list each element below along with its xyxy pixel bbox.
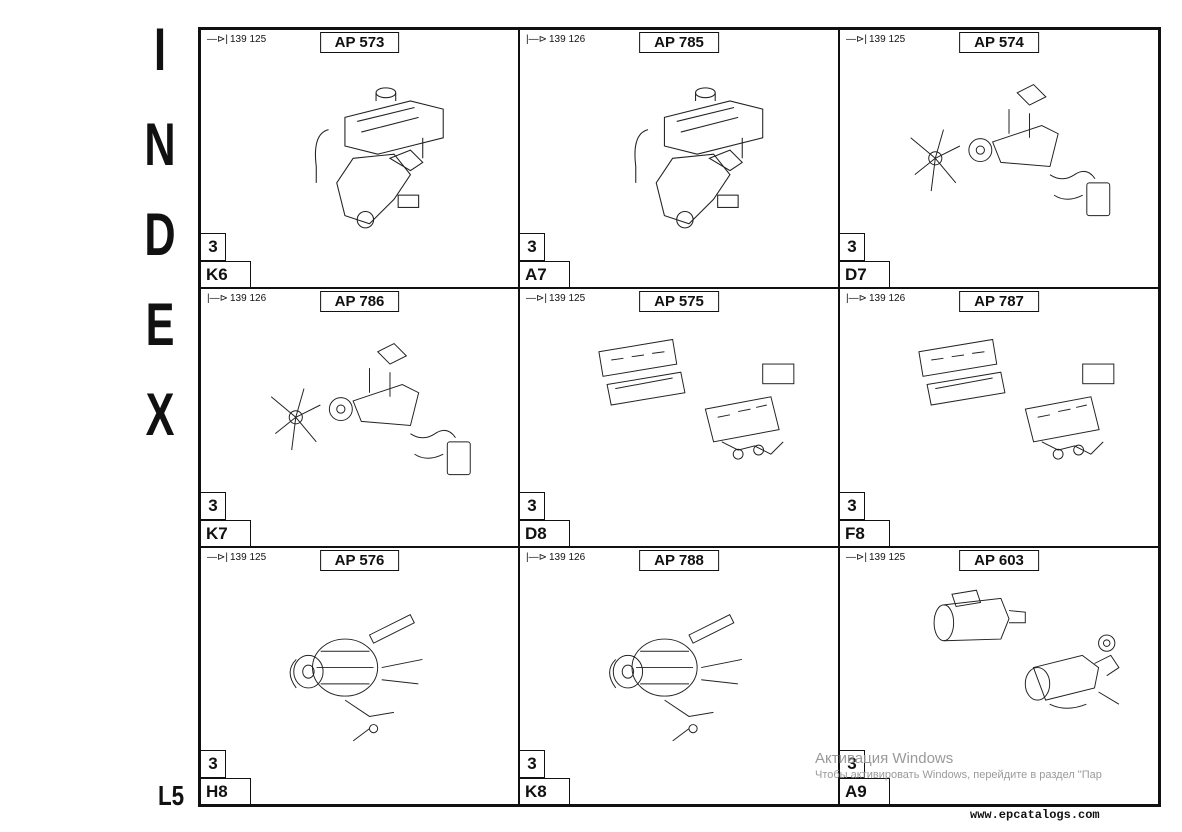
arrow-bar-icon: |—⊳ — [526, 552, 547, 563]
volume-number: 3 — [520, 492, 545, 520]
arrow-bar-icon: —⊳| — [526, 293, 547, 304]
section-code: K7 — [201, 520, 251, 546]
reference-number-text: 139 125 — [868, 552, 906, 563]
arrow-bar-icon: |—⊳ — [846, 293, 867, 304]
reference-number: |—⊳139 126 — [846, 293, 905, 304]
reference-number: —⊳|139 125 — [207, 34, 266, 45]
volume-number: 3 — [840, 233, 865, 261]
section-code: F8 — [840, 520, 890, 546]
reference-number-text: 139 126 — [229, 293, 267, 304]
volume-number: 3 — [201, 750, 226, 778]
water-pump-fan-drawing — [231, 319, 508, 491]
alternator-drawing — [231, 578, 508, 749]
index-letter: X — [145, 381, 175, 448]
windows-activation-watermark: Активация Windows Чтобы активировать Win… — [815, 750, 1102, 781]
ap-code: AP 786 — [319, 291, 400, 312]
manifold-drawing — [550, 319, 828, 491]
reference-number: —⊳|139 125 — [526, 293, 585, 304]
arrow-bar-icon: —⊳| — [846, 552, 867, 563]
volume-number: 3 — [201, 233, 226, 261]
index-letter: D — [144, 201, 176, 268]
volume-number: 3 — [520, 750, 545, 778]
ap-code: AP 785 — [639, 32, 719, 53]
index-letter: I — [153, 16, 166, 83]
reference-number-text: 139 125 — [868, 34, 906, 45]
site-url[interactable]: www.epcatalogs.com — [970, 808, 1100, 822]
reference-number-text: 139 126 — [548, 552, 586, 563]
index-letter: N — [144, 111, 176, 178]
volume-number: 3 — [840, 492, 865, 520]
section-code: A7 — [520, 261, 570, 287]
ap-code: AP 788 — [639, 550, 719, 571]
reference-number-text: 139 126 — [868, 293, 906, 304]
alternator-drawing — [550, 578, 828, 749]
reference-number: |—⊳139 126 — [526, 34, 585, 45]
volume-number: 3 — [201, 492, 226, 520]
section-code: A9 — [840, 778, 890, 804]
water-pump-fan-drawing — [870, 60, 1148, 232]
watermark-title: Активация Windows — [815, 750, 954, 767]
ap-code: AP 603 — [959, 550, 1039, 571]
ap-code: AP 573 — [319, 32, 400, 53]
section-code: D8 — [520, 520, 570, 546]
reference-number: —⊳|139 125 — [207, 552, 266, 563]
reference-number-text: 139 125 — [229, 34, 267, 45]
arrow-bar-icon: |—⊳ — [207, 293, 228, 304]
section-code: D7 — [840, 261, 890, 287]
reference-number-text: 139 125 — [229, 552, 267, 563]
reference-number-text: 139 126 — [548, 34, 586, 45]
ap-code: AP 787 — [959, 291, 1039, 312]
watermark-subtitle: Чтобы активировать Windows, перейдите в … — [815, 769, 1102, 781]
volume-number: 3 — [520, 233, 545, 261]
rocker-cover-drawing — [231, 60, 508, 232]
arrow-bar-icon: —⊳| — [207, 34, 228, 45]
section-code: K6 — [201, 261, 251, 287]
arrow-bar-icon: —⊳| — [207, 552, 228, 563]
manifold-drawing — [870, 319, 1148, 491]
section-code: H8 — [201, 778, 251, 804]
starter-motor-drawing — [870, 578, 1148, 749]
rocker-cover-drawing — [550, 60, 828, 232]
reference-number-text: 139 125 — [548, 293, 586, 304]
arrow-bar-icon: |—⊳ — [526, 34, 547, 45]
ap-code: AP 576 — [319, 550, 400, 571]
index-letter: E — [145, 291, 175, 358]
reference-number: |—⊳139 126 — [526, 552, 585, 563]
ap-code: AP 574 — [959, 32, 1039, 53]
page-number: L5 — [158, 780, 185, 811]
volume-number: 3 — [840, 750, 865, 778]
section-code: K8 — [520, 778, 570, 804]
ap-code: AP 575 — [639, 291, 719, 312]
reference-number: |—⊳139 126 — [207, 293, 266, 304]
reference-number: —⊳|139 125 — [846, 34, 905, 45]
arrow-bar-icon: —⊳| — [846, 34, 867, 45]
reference-number: —⊳|139 125 — [846, 552, 905, 563]
